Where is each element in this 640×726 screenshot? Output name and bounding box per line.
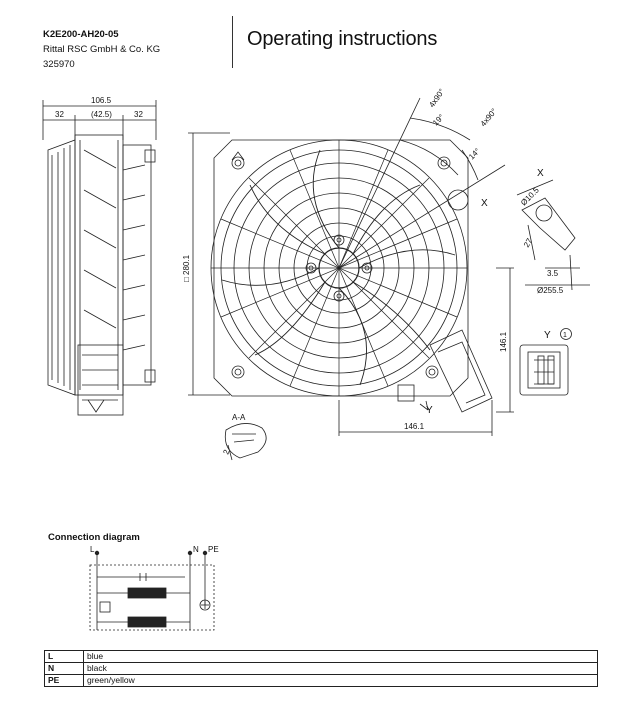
front-view — [188, 97, 514, 436]
marker-y: Y — [426, 405, 433, 416]
detail-y-circled: 1 — [563, 332, 567, 339]
wire-color: green/yellow — [83, 674, 598, 687]
section-aa — [224, 423, 267, 461]
side-view — [42, 100, 157, 416]
wire-code: PE — [44, 674, 84, 687]
detail-x-label: X — [537, 168, 544, 179]
detail-y — [519, 328, 572, 396]
detail-x-d1: Ø10.5 — [519, 185, 541, 207]
terminal-l: L — [90, 545, 95, 554]
connection-diagram — [89, 550, 215, 631]
angle-4x90-b: 4x90° — [479, 107, 499, 129]
angle-19: 19° — [431, 112, 446, 127]
dimension-labels: 106.5 32 (42.5) 32 □ 280.1 146.1 146.1 4… — [55, 87, 567, 554]
dim-overall-width: 106.5 — [91, 96, 112, 105]
dim-box-width: 146.1 — [404, 422, 425, 431]
section-aa-value: 2 — [221, 448, 231, 456]
wire-color: black — [83, 662, 598, 675]
page-title: Operating instructions — [247, 28, 438, 50]
header-divider — [232, 16, 233, 68]
company-name: Rittal RSC GmbH & Co. KG — [43, 44, 161, 55]
detail-x-d3: 3.5 — [547, 269, 559, 278]
dim-square: □ 280.1 — [182, 254, 191, 282]
angle-14: 14° — [467, 146, 482, 161]
terminal-n: N — [193, 545, 199, 554]
marker-x: X — [481, 198, 488, 209]
detail-y-label: Y — [544, 330, 551, 341]
wire-code: N — [44, 662, 84, 675]
model-number: K2E200-AH20-05 — [43, 29, 119, 40]
wire-color-table: L blue N black PE green/yellow — [44, 650, 598, 687]
dim-left: 32 — [55, 110, 64, 119]
dim-box-height: 146.1 — [499, 331, 508, 352]
connection-diagram-title: Connection diagram — [48, 532, 140, 543]
section-aa-label: A-A — [232, 413, 246, 422]
terminal-pe: PE — [208, 545, 219, 554]
part-number: 325970 — [43, 59, 75, 70]
angle-4x90-a: 4x90° — [427, 87, 446, 109]
table-row: N black — [44, 662, 598, 675]
detail-x — [516, 179, 590, 291]
dim-middle: (42.5) — [91, 110, 112, 119]
detail-x-d4: Ø255.5 — [537, 286, 564, 295]
wire-color: blue — [83, 650, 598, 663]
table-row: PE green/yellow — [44, 674, 598, 687]
table-row: L blue — [44, 650, 598, 663]
dim-right: 32 — [134, 110, 143, 119]
wire-code: L — [44, 650, 84, 663]
